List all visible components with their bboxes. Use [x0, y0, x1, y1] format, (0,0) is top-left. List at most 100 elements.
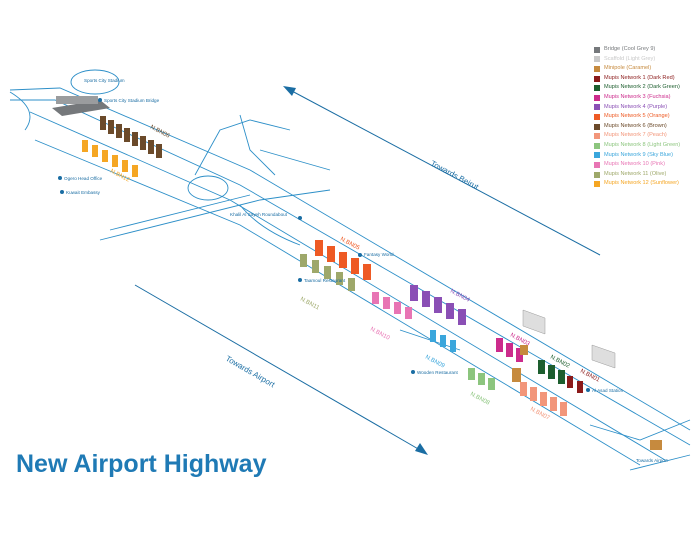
- legend-label: Mupis Network 10 (Pink): [604, 161, 665, 168]
- page-title: New Airport Highway: [16, 450, 267, 478]
- network-1-mupis: [567, 376, 583, 393]
- legend-label: Mupis Network 8 (Light Green): [604, 141, 681, 148]
- legend-item: Mupis Network 4 (Purple): [594, 103, 698, 113]
- stadium-outline: [70, 69, 120, 95]
- n9-label: N.BN09: [424, 354, 446, 369]
- network-8-mupis: [468, 368, 495, 390]
- highway-edge-top: [9, 87, 691, 431]
- towards-airport-small-label: Towards Airport: [636, 458, 668, 463]
- ogero-label: Ogero Head Office: [64, 176, 103, 181]
- legend-label: Mupis Network 1 (Dark Red): [604, 74, 675, 81]
- legend-item: Mupis Network 12 (Sunflower): [594, 179, 698, 189]
- kuwait-label: Kuwait Embassy: [66, 190, 101, 195]
- minipoles: [512, 345, 662, 450]
- legend-swatch: [594, 152, 600, 159]
- network-2-mupis: [538, 360, 565, 384]
- n6-label: N.BN06: [149, 124, 171, 139]
- legend-swatch: [594, 65, 600, 72]
- north-road-3: [259, 149, 331, 171]
- al-asad-label: Al Asad Station: [592, 388, 624, 393]
- direction-arrow-beirut: [283, 86, 601, 256]
- legend-label: Mupis Network 3 (Fuchsia): [604, 93, 671, 100]
- legend-item: Bridge (Cool Grey 9): [594, 45, 698, 55]
- towards-beirut-label: Towards Beirut: [429, 159, 481, 192]
- n7-label: N.BN07: [529, 406, 551, 421]
- fantasy-label: Fantasy World: [364, 252, 394, 257]
- legend-label: Scaffold (Light Grey): [604, 55, 656, 62]
- legend-swatch: [594, 161, 600, 168]
- sports-bridge-label: Sports City Stadium Bridge: [104, 98, 160, 103]
- legend-item: Mupis Network 7 (Peach): [594, 131, 698, 141]
- legend-swatch: [594, 56, 600, 63]
- legend-label: Minipole (Caramel): [604, 65, 652, 72]
- legend-swatch: [594, 104, 600, 111]
- n4-label: N.BN04: [449, 288, 471, 303]
- legend-item: Mupis Network 8 (Light Green): [594, 141, 698, 151]
- legend-label: Mupis Network 5 (Orange): [604, 113, 670, 120]
- network-5-mupis: [315, 240, 371, 280]
- legend-swatch: [594, 85, 600, 92]
- place-labels: Sports City Stadium Sports City Stadium …: [64, 78, 668, 463]
- legend-label: Mupis Network 2 (Dark Green): [604, 84, 680, 91]
- legend-label: Mupis Network 4 (Purple): [604, 103, 668, 110]
- legend-swatch: [594, 113, 600, 120]
- north-road: [194, 119, 291, 176]
- legend-swatch: [594, 181, 600, 188]
- direction-arrow-airport: [134, 284, 428, 455]
- legend-swatch: [594, 142, 600, 149]
- legend-swatch: [594, 75, 600, 82]
- legend-swatch: [594, 46, 600, 53]
- legend-swatch: [594, 123, 600, 130]
- north-road-2: [239, 114, 276, 176]
- airport-ramp: [589, 419, 691, 441]
- network-10-mupis: [372, 292, 412, 319]
- highway-lane-low: [34, 139, 641, 466]
- legend-swatch: [594, 133, 600, 140]
- sports-city-label: Sports City Stadium: [84, 78, 125, 83]
- n11-label: N.BN11: [299, 296, 321, 311]
- legend-swatch: [594, 171, 600, 178]
- roundabout-ring: [187, 175, 229, 201]
- network-12-mupis: [82, 140, 138, 177]
- network-11-mupis: [300, 254, 355, 291]
- wooden-label: Wooden Restaurant: [417, 370, 458, 375]
- loop-road: [9, 91, 31, 131]
- legend-item: Mupis Network 3 (Fuchsia): [594, 93, 698, 103]
- legend-label: Bridge (Cool Grey 9): [604, 46, 656, 52]
- legend-item: Mupis Network 9 (Sky Blue): [594, 151, 698, 161]
- network-9-mupis: [430, 330, 456, 352]
- legend-item: Mupis Network 11 (Olive): [594, 170, 698, 180]
- side-road-west-2: [109, 194, 251, 231]
- roundabout-label: Khalil Al Sayeh Roundabout: [230, 212, 288, 217]
- network-6-mupis: [100, 116, 162, 158]
- legend-label: Mupis Network 11 (Olive): [604, 170, 667, 177]
- legend-item: Mupis Network 6 (Brown): [594, 122, 698, 132]
- legend-item: Mupis Network 5 (Orange): [594, 112, 698, 122]
- legend-item: Mupis Network 2 (Dark Green): [594, 83, 698, 93]
- legend-label: Mupis Network 9 (Sky Blue): [604, 151, 674, 158]
- legend-item: Mupis Network 10 (Pink): [594, 160, 698, 170]
- legend-swatch: [594, 94, 600, 101]
- side-road-west: [99, 189, 331, 241]
- taamoul-label: Taamoul Restaurant: [304, 278, 346, 283]
- n8-label: N.BN08: [469, 391, 491, 406]
- curve-road: [239, 204, 301, 246]
- network-3-mupis: [496, 338, 523, 362]
- legend-label: Mupis Network 12 (Sunflower): [604, 180, 679, 187]
- network-4-mupis: [410, 285, 466, 325]
- legend-item: Scaffold (Light Grey): [594, 55, 698, 65]
- map-legend: Bridge (Cool Grey 9) Scaffold (Light Grey…: [594, 45, 698, 189]
- place-markers: [58, 98, 590, 392]
- network-7-mupis: [520, 382, 567, 416]
- legend-item: Minipole (Caramel): [594, 64, 698, 74]
- towards-airport-label: Towards Airport: [224, 354, 277, 390]
- airport-ramp-2: [629, 454, 691, 471]
- road-network: [9, 87, 691, 471]
- legend-label: Mupis Network 6 (Brown): [604, 122, 667, 129]
- legend-item: Mupis Network 1 (Dark Red): [594, 74, 698, 84]
- n10-label: N.BN10: [369, 326, 391, 341]
- legend-label: Mupis Network 7 (Peach): [604, 132, 667, 139]
- bridge-structure: [52, 96, 110, 116]
- highway-edge-mid: [10, 99, 691, 446]
